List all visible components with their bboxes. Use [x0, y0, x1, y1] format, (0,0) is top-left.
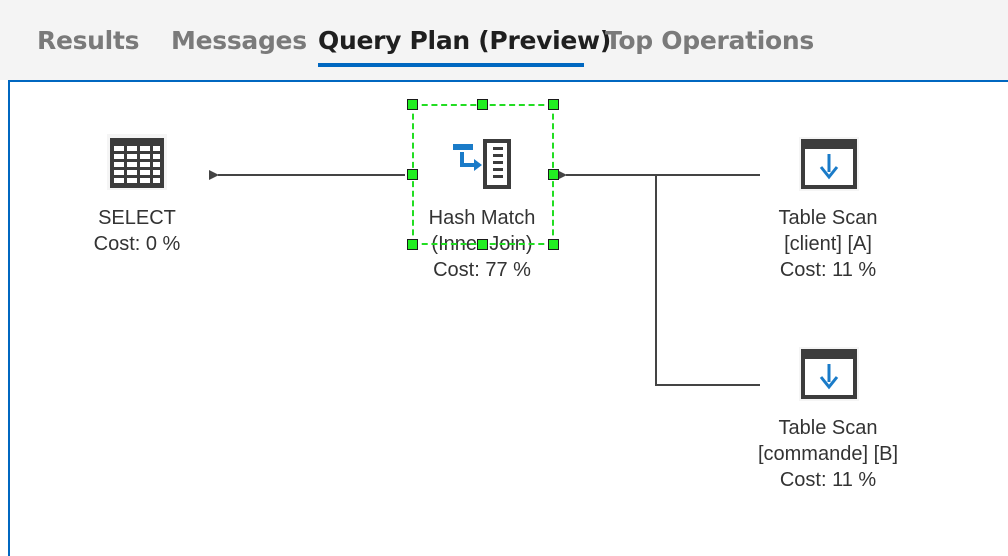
select-table-icon[interactable] [106, 133, 168, 196]
scan-commande-node-label: Table Scan [commande] [B] Cost: 11 % [738, 415, 918, 493]
resize-handle-nw[interactable] [407, 99, 418, 110]
tab-results[interactable]: Results [37, 26, 140, 55]
scan-commande-node-cost: Cost: 11 % [779, 469, 877, 491]
tab-top-operations[interactable]: Top Operations [605, 26, 814, 55]
resize-handle-s[interactable] [477, 239, 488, 250]
resize-handle-w[interactable] [407, 169, 418, 180]
resize-handle-ne[interactable] [548, 99, 559, 110]
tab-bar: Results Messages Query Plan (Preview) To… [0, 0, 1008, 80]
scan-client-node-subtitle: [client] [A] [784, 233, 872, 255]
scan-client-node-title: Table Scan [778, 207, 878, 229]
tab-query-plan[interactable]: Query Plan (Preview) [318, 26, 611, 55]
resize-handle-n[interactable] [477, 99, 488, 110]
select-node-label: SELECT Cost: 0 % [62, 205, 212, 257]
scan-commande-node-subtitle: [commande] [B] [757, 443, 899, 465]
table-scan-icon[interactable] [798, 136, 860, 197]
select-node-title: SELECT [98, 207, 176, 229]
scan-client-node-label: Table Scan [client] [A] Cost: 11 % [738, 205, 918, 283]
resize-handle-sw[interactable] [407, 239, 418, 250]
hash-match-node-title: Hash Match [428, 207, 536, 229]
select-node-cost: Cost: 0 % [93, 233, 181, 255]
resize-handle-e[interactable] [548, 169, 559, 180]
hash-match-node-cost: Cost: 77 % [433, 259, 531, 281]
hash-match-node-label: Hash Match (Inner Join) Cost: 77 % [397, 205, 567, 283]
edge-commande-branch [655, 175, 760, 386]
scan-commande-node-title: Table Scan [778, 417, 878, 439]
hash-match-icon[interactable] [452, 135, 514, 198]
table-scan-icon[interactable] [798, 346, 860, 407]
active-tab-indicator [318, 63, 584, 67]
tab-messages[interactable]: Messages [171, 26, 307, 55]
selection-box [412, 104, 554, 245]
scan-client-node-cost: Cost: 11 % [779, 259, 877, 281]
resize-handle-se[interactable] [548, 239, 559, 250]
